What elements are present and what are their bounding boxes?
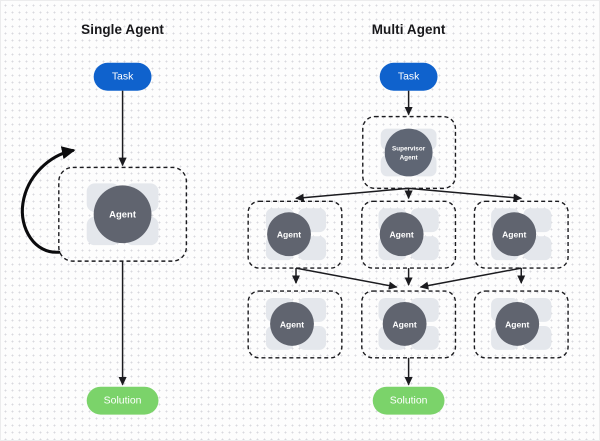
mid-agent-1-frame [247, 200, 343, 269]
mid-row-agent-2[interactable]: Agent [361, 200, 457, 269]
single-solution-label: Solution [104, 396, 142, 407]
bottom-agent-3-disc [495, 301, 540, 346]
multi-task-label: Task [398, 72, 420, 83]
mid-agent-2-disc [379, 212, 424, 257]
edges-mid-to-bottom [291, 267, 526, 290]
supervisor-label-line1: Supervisor [392, 145, 426, 152]
panel-title-multi: Multi Agent [372, 22, 446, 37]
mid-agent-1-label: Agent [277, 230, 301, 240]
single-agent-label: Agent [109, 209, 137, 220]
mid-row-agent-3[interactable]: Agent [473, 200, 569, 269]
panel-title-single: Single Agent [81, 22, 164, 37]
bottom-agent-1-frame [247, 290, 343, 359]
bottom-agent-2-frame [361, 290, 457, 359]
edge-agent-self-loop [20, 146, 76, 254]
bottom-agent-2-disc [382, 301, 427, 346]
mid-agent-3-label: Agent [502, 230, 526, 240]
bottom-agent-1-label: Agent [280, 319, 304, 329]
bottom-row-agent-2[interactable]: Agent [361, 290, 457, 359]
single-agent-node[interactable]: Agent [58, 166, 188, 262]
multi-task-node[interactable]: Task [379, 62, 438, 91]
supervisor-frame [362, 115, 457, 190]
edges-supervisor-to-mid [295, 187, 523, 202]
single-task-node[interactable]: Task [93, 62, 152, 91]
single-task-label: Task [112, 72, 134, 83]
bottom-agent-2-label: Agent [392, 319, 416, 329]
mid-agent-2-frame [361, 200, 457, 269]
multi-solution-label: Solution [390, 396, 428, 407]
bottom-row-agent-1[interactable]: Agent [247, 290, 343, 359]
mid-agent-3-frame [473, 200, 569, 269]
bottom-agent-3-frame [473, 290, 569, 359]
supervisor-disc [384, 128, 433, 177]
single-agent-disc [93, 185, 152, 244]
bottom-agent-3-label: Agent [505, 319, 529, 329]
bottom-row-agent-3[interactable]: Agent [473, 290, 569, 359]
mid-agent-3-disc [492, 212, 537, 257]
mid-agent-2-label: Agent [390, 230, 414, 240]
mid-agent-1-disc [267, 212, 311, 257]
supervisor-agent-node[interactable]: Supervisor Agent [362, 115, 457, 190]
mid-row-agent-1[interactable]: Agent [247, 200, 343, 269]
bottom-agent-1-disc [270, 301, 314, 346]
supervisor-label-line2: Agent [400, 154, 419, 161]
multi-solution-node[interactable]: Solution [372, 386, 445, 415]
single-solution-node[interactable]: Solution [86, 386, 159, 415]
